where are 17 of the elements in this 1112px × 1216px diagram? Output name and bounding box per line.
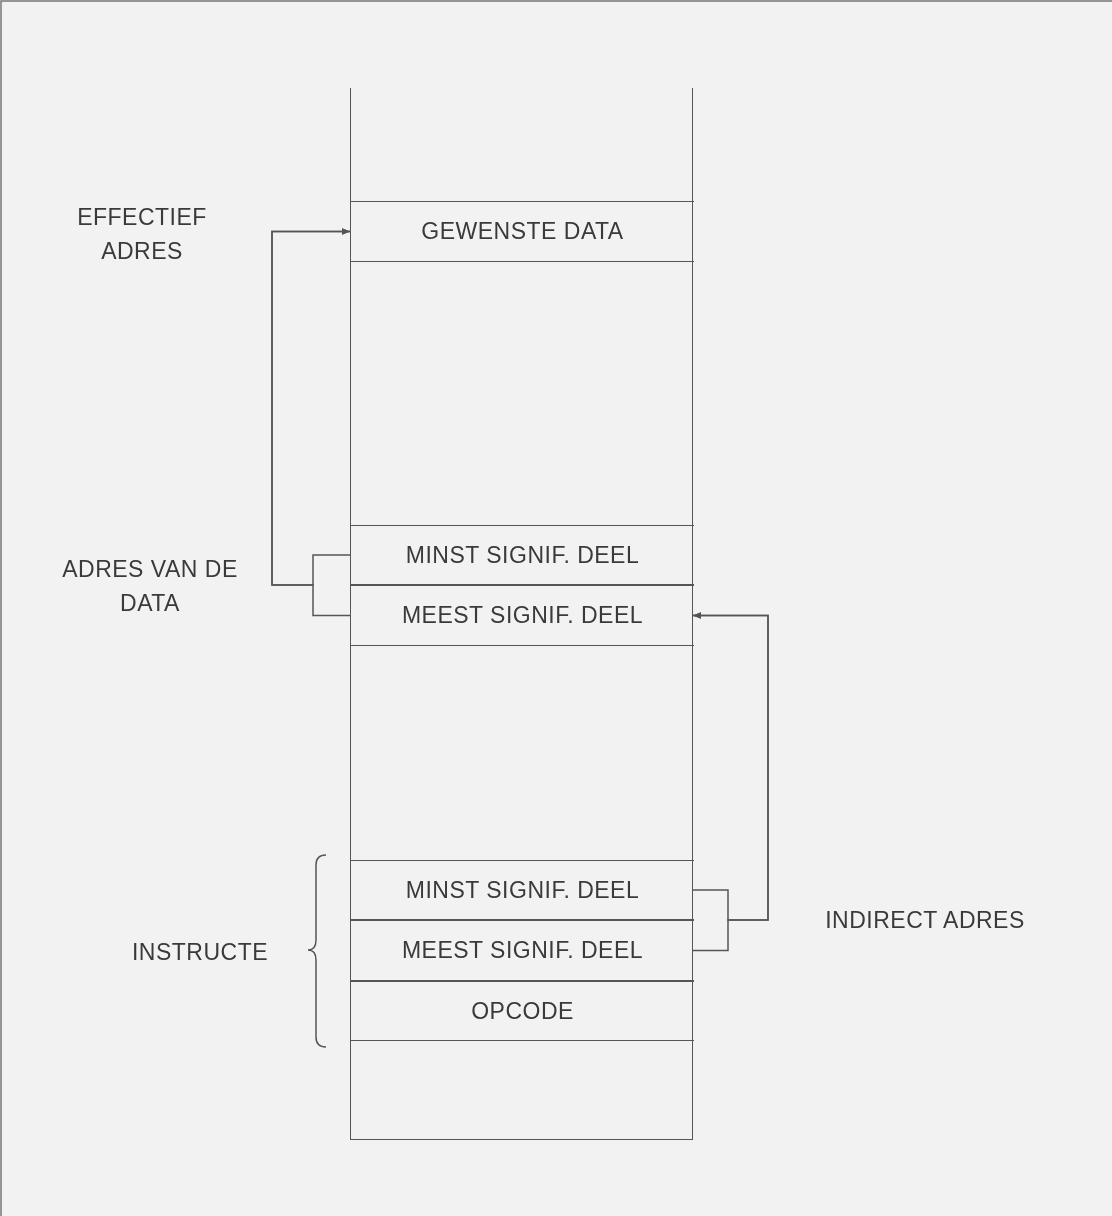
- cell-text: MINST SIGNIF. DEEL: [405, 541, 640, 569]
- memory-cell: [351, 920, 694, 981]
- memory-cell: [351, 860, 694, 920]
- annotation-label: INSTRUCTE: [130, 938, 270, 967]
- memory-cell: [351, 981, 694, 1041]
- cell-text: MEEST SIGNIF. DEEL: [401, 937, 644, 964]
- memory-cell: [351, 201, 694, 262]
- cell-text: GEWENSTE DATA: [421, 218, 624, 245]
- cell-text: OPCODE: [471, 997, 574, 1025]
- annotation-label: ADRES VAN DE DATA: [61, 555, 239, 618]
- cell-text: MEEST SIGNIF. DEEL: [401, 602, 644, 629]
- memory-column: [350, 88, 693, 1140]
- cell-text: MINST SIGNIF. DEEL: [405, 876, 640, 904]
- memory-cell: [351, 525, 694, 585]
- memory-cell: [351, 585, 694, 646]
- annotation-label: INDIRECT ADRES: [824, 906, 1026, 935]
- annotation-label: EFFECTIEF ADRES: [76, 203, 208, 266]
